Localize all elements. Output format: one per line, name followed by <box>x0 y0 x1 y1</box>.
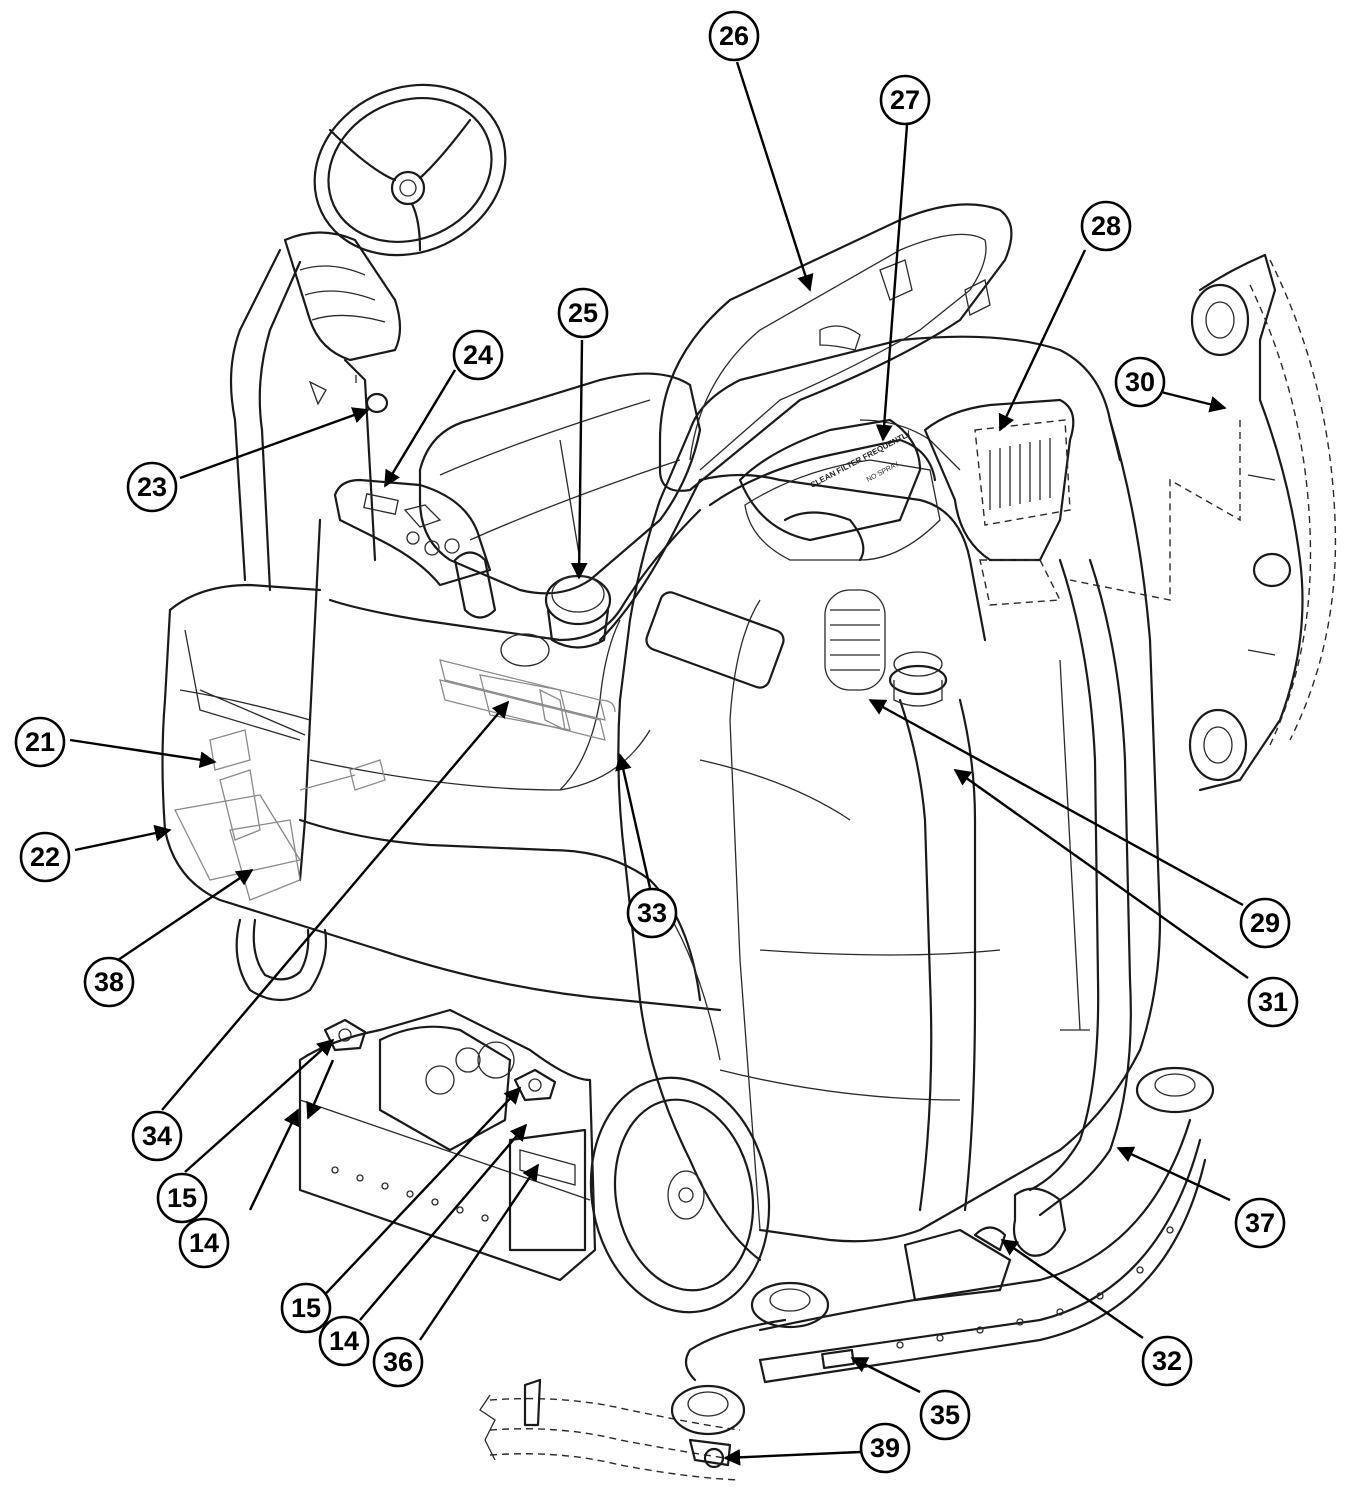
svg-text:30: 30 <box>1125 367 1155 397</box>
leader-37 <box>1116 1146 1231 1202</box>
battery-connector <box>439 659 616 741</box>
callout-14: 14 <box>178 1217 230 1269</box>
callout-28: 28 <box>1080 200 1132 252</box>
leader-36 <box>419 1163 539 1341</box>
leader-39 <box>723 1448 861 1466</box>
svg-text:23: 23 <box>137 472 167 502</box>
rear-squeegee <box>750 1066 1215 1384</box>
svg-text:15: 15 <box>291 1293 321 1323</box>
detail-view <box>479 1318 787 1481</box>
callout-25: 25 <box>557 287 609 339</box>
leader-23 <box>179 407 370 480</box>
svg-text:38: 38 <box>94 967 124 997</box>
control-console <box>333 478 497 619</box>
leader-26 <box>735 61 814 292</box>
drive-wheel <box>589 1076 771 1314</box>
svg-text:24: 24 <box>463 340 493 370</box>
svg-text:34: 34 <box>142 1121 172 1151</box>
callout-14: 14 <box>318 1315 370 1367</box>
leader-29 <box>868 698 1244 907</box>
callout-34: 34 <box>131 1110 183 1162</box>
svg-text:36: 36 <box>383 1347 413 1377</box>
svg-text:29: 29 <box>1250 908 1280 938</box>
front-fittings <box>174 729 386 1001</box>
leader-38 <box>117 869 254 961</box>
callout-30: 30 <box>1114 356 1166 408</box>
leader-33 <box>615 753 652 889</box>
debris-basket <box>923 398 1075 606</box>
leader-34 <box>161 700 510 1111</box>
svg-text:28: 28 <box>1091 211 1121 241</box>
svg-text:14: 14 <box>329 1326 359 1356</box>
leader-15b <box>314 1086 522 1306</box>
svg-text:25: 25 <box>568 298 598 328</box>
callout-15: 15 <box>156 1172 208 1224</box>
main-body <box>161 335 1162 1262</box>
tank-and-lid <box>658 203 1013 691</box>
leader-14b <box>359 1123 528 1321</box>
side-squeegee <box>1069 253 1337 792</box>
scrub-deck <box>298 1008 597 1282</box>
callout-38: 38 <box>83 956 135 1008</box>
svg-text:22: 22 <box>30 842 60 872</box>
leader-25 <box>570 339 588 580</box>
leader-28 <box>998 249 1087 432</box>
leader-35 <box>850 1356 921 1394</box>
svg-text:31: 31 <box>1258 987 1288 1017</box>
callout-22: 22 <box>19 831 71 883</box>
svg-text:32: 32 <box>1152 1346 1182 1376</box>
filter-lid-sublabel: NO SPRAY <box>866 461 901 484</box>
svg-text:21: 21 <box>25 727 55 757</box>
callout-31: 31 <box>1247 976 1299 1028</box>
svg-text:37: 37 <box>1245 1208 1275 1238</box>
leader-31 <box>953 769 1249 979</box>
svg-text:26: 26 <box>719 21 749 51</box>
leader-21 <box>69 738 217 769</box>
leader-22 <box>74 824 172 852</box>
callout-36: 36 <box>372 1336 424 1388</box>
leader-14a-long <box>248 1108 300 1211</box>
callout-24: 24 <box>452 329 504 381</box>
seat <box>418 372 702 595</box>
fill-cap <box>500 574 612 667</box>
leader-15a <box>184 1038 335 1173</box>
leader-27 <box>875 124 909 442</box>
callout-27: 27 <box>879 74 931 126</box>
steering-assembly <box>229 83 507 592</box>
svg-text:35: 35 <box>930 1400 960 1430</box>
svg-text:15: 15 <box>167 1183 197 1213</box>
callout-39: 39 <box>859 1422 911 1474</box>
callout-29: 29 <box>1239 897 1291 949</box>
leader-24 <box>383 369 457 488</box>
leader-32 <box>1000 1239 1144 1339</box>
svg-text:33: 33 <box>637 898 667 928</box>
svg-text:39: 39 <box>870 1433 900 1463</box>
callout-15: 15 <box>280 1282 332 1334</box>
callout-21: 21 <box>14 716 66 768</box>
leader-14a <box>306 1059 335 1120</box>
svg-text:27: 27 <box>890 85 920 115</box>
callout-26: 26 <box>708 10 760 62</box>
callout-layer: 14 14 15 15 21 22 23 24 25 26 27 28 29 3… <box>14 10 1299 1474</box>
callout-33: 33 <box>626 887 678 939</box>
callout-37: 37 <box>1234 1197 1286 1249</box>
callout-35: 35 <box>919 1389 971 1441</box>
callout-23: 23 <box>126 461 178 513</box>
svg-text:14: 14 <box>189 1228 219 1258</box>
callout-32: 32 <box>1141 1335 1193 1387</box>
filter-lid-label: CLEAN FILTER FREQUENTLY <box>809 429 913 490</box>
hoses <box>888 558 1132 1257</box>
